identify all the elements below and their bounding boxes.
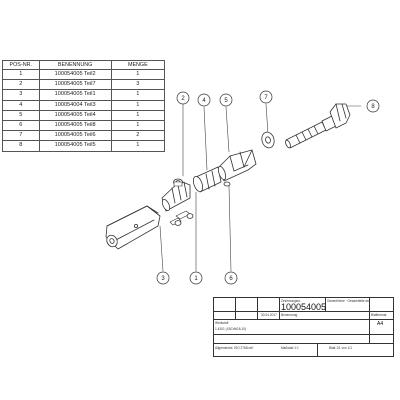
part-2-screws [173,178,194,226]
sheet-size: A4 [377,321,384,327]
part-7-washer [261,131,275,149]
parts-list-table: POS-NR. BENENNUNG MENGE 1 100054005 Teil… [2,60,166,152]
part-8-bolt [285,103,351,149]
callout-1-label: 1 [194,276,198,282]
callout-5-label: 5 [224,98,228,104]
material-value: 1.4301 (X5CrNi18-10) [215,327,247,331]
callout-8 [366,99,380,113]
callout-3-label: 3 [161,276,165,282]
callout-2 [176,91,190,105]
scale: Maßstab 1:1 [281,346,299,350]
title-block-top-right: Gewerbliche · Gesamtteile druck total [327,299,369,303]
callout-4-label: 4 [202,98,206,104]
general-tolerance: Allgemeintol. ISO 2768-mK [215,346,254,350]
part-3-hex-sleeve [105,205,161,250]
callout-8-label: 8 [371,104,375,110]
sheet-number: Blatt 1/1 von 1/1 [329,346,353,350]
doc-number: 100054005 [281,302,327,312]
sheet-size-label: Blattformat [371,313,387,317]
parts-list-header: POS-NR. BENENNUNG MENGE [2,60,166,70]
callout-7-label: 7 [264,95,268,101]
callout-balloons [156,90,380,285]
leader-lines [159,103,362,272]
callout-6-label: 6 [229,276,233,282]
title-block-date: 30.04.2017 [261,313,277,317]
callout-1 [189,271,203,285]
callout-6 [224,271,238,285]
part-5-hex-nut [217,149,257,182]
name-label: Benennung [281,313,298,317]
title-block: 30.04.2017 Zeichnungsnr. 100054005 Gewer… [213,297,394,357]
part-1-threaded-body [161,180,191,226]
callout-3 [156,271,170,285]
doc-number-label: Zeichnungsnr. [281,299,302,303]
material-label: Werkstoff [215,321,229,325]
callout-7 [259,90,273,104]
callout-2-label: 2 [181,96,185,102]
table-row: 8 100054005 Teil5 1 [2,140,166,152]
part-6-pin [223,181,231,187]
callout-labels: 2 4 5 7 8 3 1 6 [161,95,375,282]
part-4-sleeve [192,166,222,193]
cell-qty: 1 [110,140,166,152]
callout-4 [197,93,211,107]
callout-5 [219,93,233,107]
